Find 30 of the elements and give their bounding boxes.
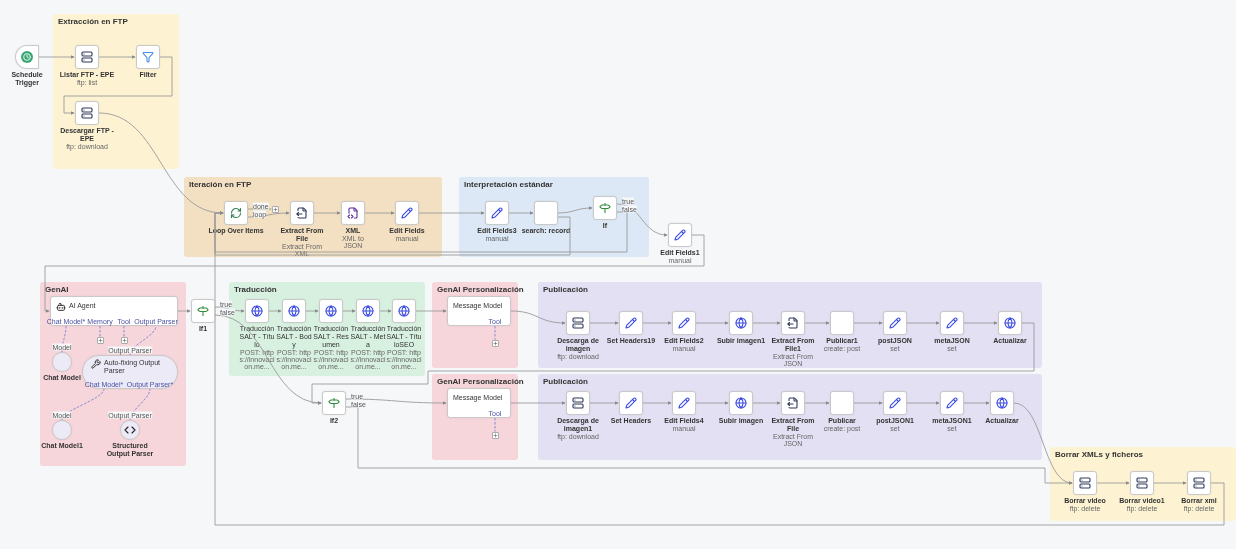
- group-title: GenAI Personalización: [437, 377, 524, 386]
- dashed-connector: [494, 325, 496, 340]
- add-button: [491, 339, 499, 347]
- group-title: Borrar XMLs y ficheros: [1055, 450, 1144, 459]
- dashed-connector: [61, 325, 67, 353]
- group-panel: [1050, 447, 1236, 521]
- dashed-connector: [99, 325, 101, 337]
- add-button: [271, 205, 279, 213]
- group-title: GenAI Personalización: [437, 285, 524, 294]
- group-panel: [538, 282, 1042, 368]
- dashed-connector: [61, 388, 105, 421]
- group-panel: [459, 177, 649, 257]
- dashed-connector: [123, 325, 125, 337]
- group-panel: [184, 177, 442, 257]
- add-button: [491, 431, 499, 439]
- dashed-connector: [129, 325, 157, 356]
- group-title: Extracción en FTP: [58, 17, 128, 26]
- add-button: [120, 336, 128, 344]
- dashed-connector: [129, 388, 151, 421]
- group-title: Iteración en FTP: [189, 180, 252, 189]
- group-panel: [40, 282, 186, 466]
- group-title: GenAI: [45, 285, 69, 294]
- group-title: Publicación: [543, 285, 588, 294]
- dashed-connector: [494, 417, 496, 432]
- group-panel: [538, 374, 1042, 460]
- group-panel: [53, 14, 179, 169]
- group-title: Publicación: [543, 377, 588, 386]
- group-title: Interpretación estándar: [464, 180, 553, 189]
- add-button: [96, 336, 104, 344]
- group-title: Traducción: [234, 285, 277, 294]
